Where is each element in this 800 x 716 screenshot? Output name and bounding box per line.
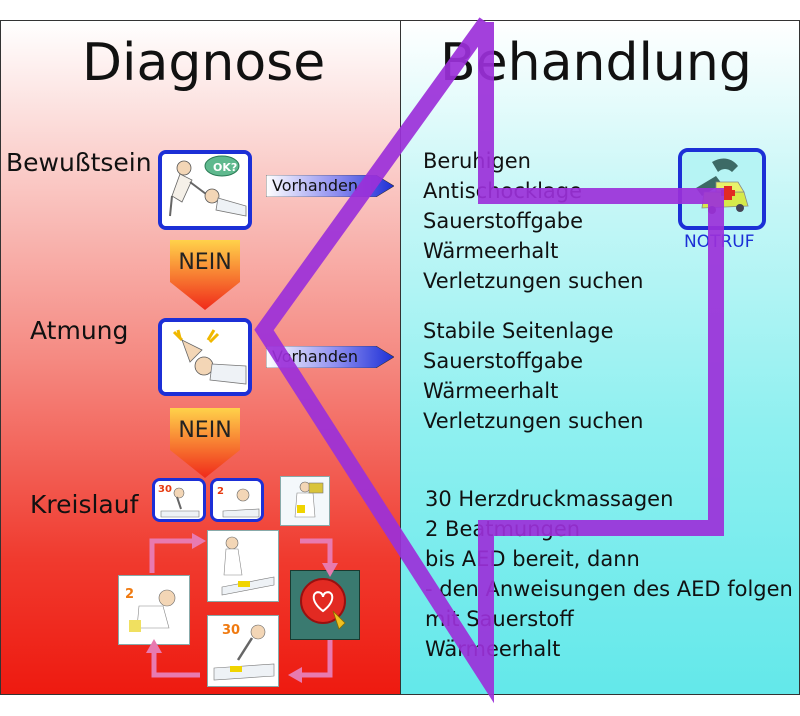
diagnose-title: Diagnose [82, 33, 326, 93]
behandlung-panel [400, 20, 800, 695]
treatment-item: Stabile Seitenlage [423, 319, 614, 343]
compressions-thumbnail: 30 [207, 615, 279, 687]
stage-label-kreislauf: Kreislauf [30, 490, 139, 519]
compressions-icon: 30 [152, 478, 206, 522]
svg-text:30: 30 [222, 623, 240, 638]
treatment-item: 30 Herzdruckmassagen [425, 487, 674, 511]
treatment-group-3: 30 Herzdruckmassagen 2 Beatmungen bis AE… [425, 484, 793, 664]
treatment-item: Beruhigen [423, 149, 531, 173]
consciousness-check-icon: OK? [158, 150, 252, 230]
svg-text:2: 2 [217, 486, 224, 497]
ok-speech-bubble: OK? [213, 161, 237, 174]
stage-label-bewusstsein: Bewußtsein [6, 148, 152, 177]
cpr-cycle-arrows [146, 533, 338, 683]
svg-text:2: 2 [125, 587, 134, 602]
aed-device-icon [280, 476, 330, 526]
treatment-item: Wärmeerhalt [423, 379, 559, 403]
stage-label-atmung: Atmung [30, 316, 129, 345]
treatment-item: Verletzungen suchen [423, 269, 644, 293]
nein-label-1: NEIN [178, 250, 232, 275]
treatment-group-2: Stabile Seitenlage Sauerstoffgabe Wärmee… [423, 316, 644, 436]
nein-label-2: NEIN [178, 418, 232, 443]
vorhanden-label-1: Vorhanden [272, 176, 359, 195]
nein-arrow-2: NEIN [170, 408, 240, 478]
treatment-item: Sauerstoffgabe [423, 209, 584, 233]
nein-arrow-1: NEIN [170, 240, 240, 310]
aed-pads-thumbnail [207, 530, 279, 602]
treatment-item: Wärmeerhalt [423, 239, 559, 263]
svg-text:30: 30 [158, 484, 172, 495]
treatment-item: Verletzungen suchen [423, 409, 644, 433]
treatment-item: Sauerstoffgabe [423, 349, 584, 373]
treatment-item: bis AED bereit, dann [425, 547, 640, 571]
breaths-icon: 2 [210, 478, 264, 522]
breaths-thumbnail: 2 [118, 575, 190, 645]
aed-shock-button-thumbnail [290, 570, 360, 640]
breathing-check-icon [158, 318, 252, 396]
